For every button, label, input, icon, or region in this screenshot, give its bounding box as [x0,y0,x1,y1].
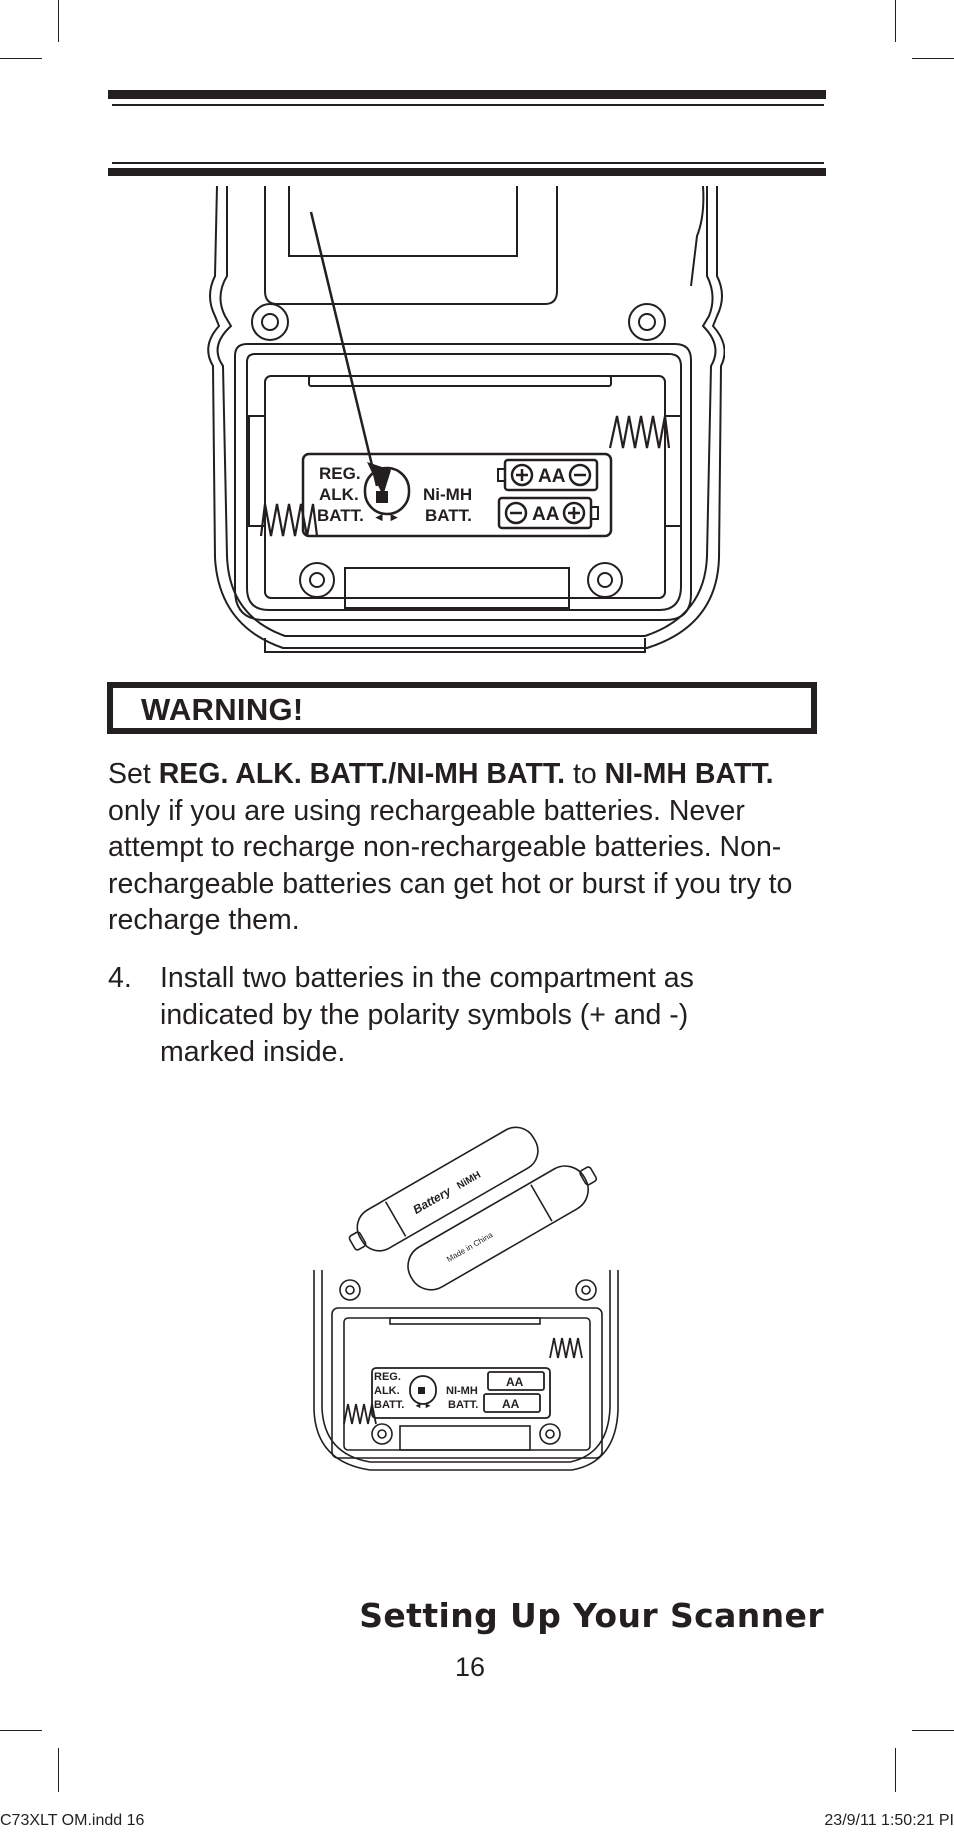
crop-mark [58,0,59,42]
battery-brand-label: Battery [410,1183,454,1216]
mini-switch-knob [418,1387,425,1394]
mini-nimh-label: NI-MH [446,1385,478,1397]
setting-name: NI-MH BATT. [604,758,774,790]
switch-label-alk: ALK. [319,485,359,504]
step-text: Install two batteries in the compartment… [160,962,694,1068]
section-rule-thin [112,162,824,164]
mini-polarity-label-top: AA [506,1375,524,1389]
print-slug-timestamp: 23/9/11 1:50:21 PI [824,1812,954,1829]
header-rule-thin [112,104,824,106]
mini-switch-label-reg: REG. [374,1371,401,1383]
step-number: 4. [108,962,132,994]
battery-compartment-illustration: REG. ALK. BATT. ◄ ► Ni-MH BATT. AA AA [207,186,725,653]
battery-insertion-figure: REG. ALK. BATT. ◄ ► NI-MH BATT. AA AA Ba… [310,1090,630,1490]
battery-type-label: NiMH [455,1170,483,1192]
warning-title: WARNING! [141,692,304,727]
switch-arrows: ◄ ► [373,510,400,524]
warning-text: Set REG. ALK. BATT./NI-MH BATT. to NI-MH… [108,756,828,939]
crop-mark [895,1748,896,1792]
polarity-label-bottom: AA [532,504,560,525]
pointer-arrowhead [367,462,391,496]
nimh-batt-label: BATT. [425,506,472,525]
polarity-label-top: AA [538,466,566,487]
section-rule-thick [108,168,826,176]
battery-made-label: Made in China [445,1230,495,1264]
crop-mark [912,58,954,59]
mini-polarity-label-bottom: AA [502,1397,520,1411]
switch-label-reg: REG. [319,464,361,483]
warning-text-pre: Set [108,758,159,790]
warning-box: WARNING! [107,682,817,734]
battery-compartment-figure: REG. ALK. BATT. ◄ ► Ni-MH BATT. AA AA [205,186,725,662]
crop-mark [895,0,896,42]
header-rule-thick [108,90,826,99]
print-slug-file: C73XLT OM.indd 16 [0,1812,145,1829]
warning-body: only if you are using rechargeable batte… [108,794,793,937]
mini-switch-label-alk: ALK. [374,1385,400,1397]
switch-label-batt: BATT. [317,506,364,525]
mini-nimh-batt-label: BATT. [448,1399,478,1411]
nimh-label: Ni-MH [423,485,472,504]
battery-insertion-illustration: REG. ALK. BATT. ◄ ► NI-MH BATT. AA AA Ba… [313,1126,619,1471]
warning-text-mid: to [565,758,605,790]
mini-switch-label-batt: BATT. [374,1399,404,1411]
page-number: 16 [455,1652,486,1682]
section-title: Setting Up Your Scanner [359,1596,824,1635]
crop-mark [58,1748,59,1792]
crop-mark [0,58,42,59]
crop-mark [912,1730,954,1731]
switch-name: REG. ALK. BATT./NI-MH BATT. [158,758,566,790]
mini-switch-arrows: ◄ ► [414,1401,432,1410]
crop-mark [0,1730,42,1731]
